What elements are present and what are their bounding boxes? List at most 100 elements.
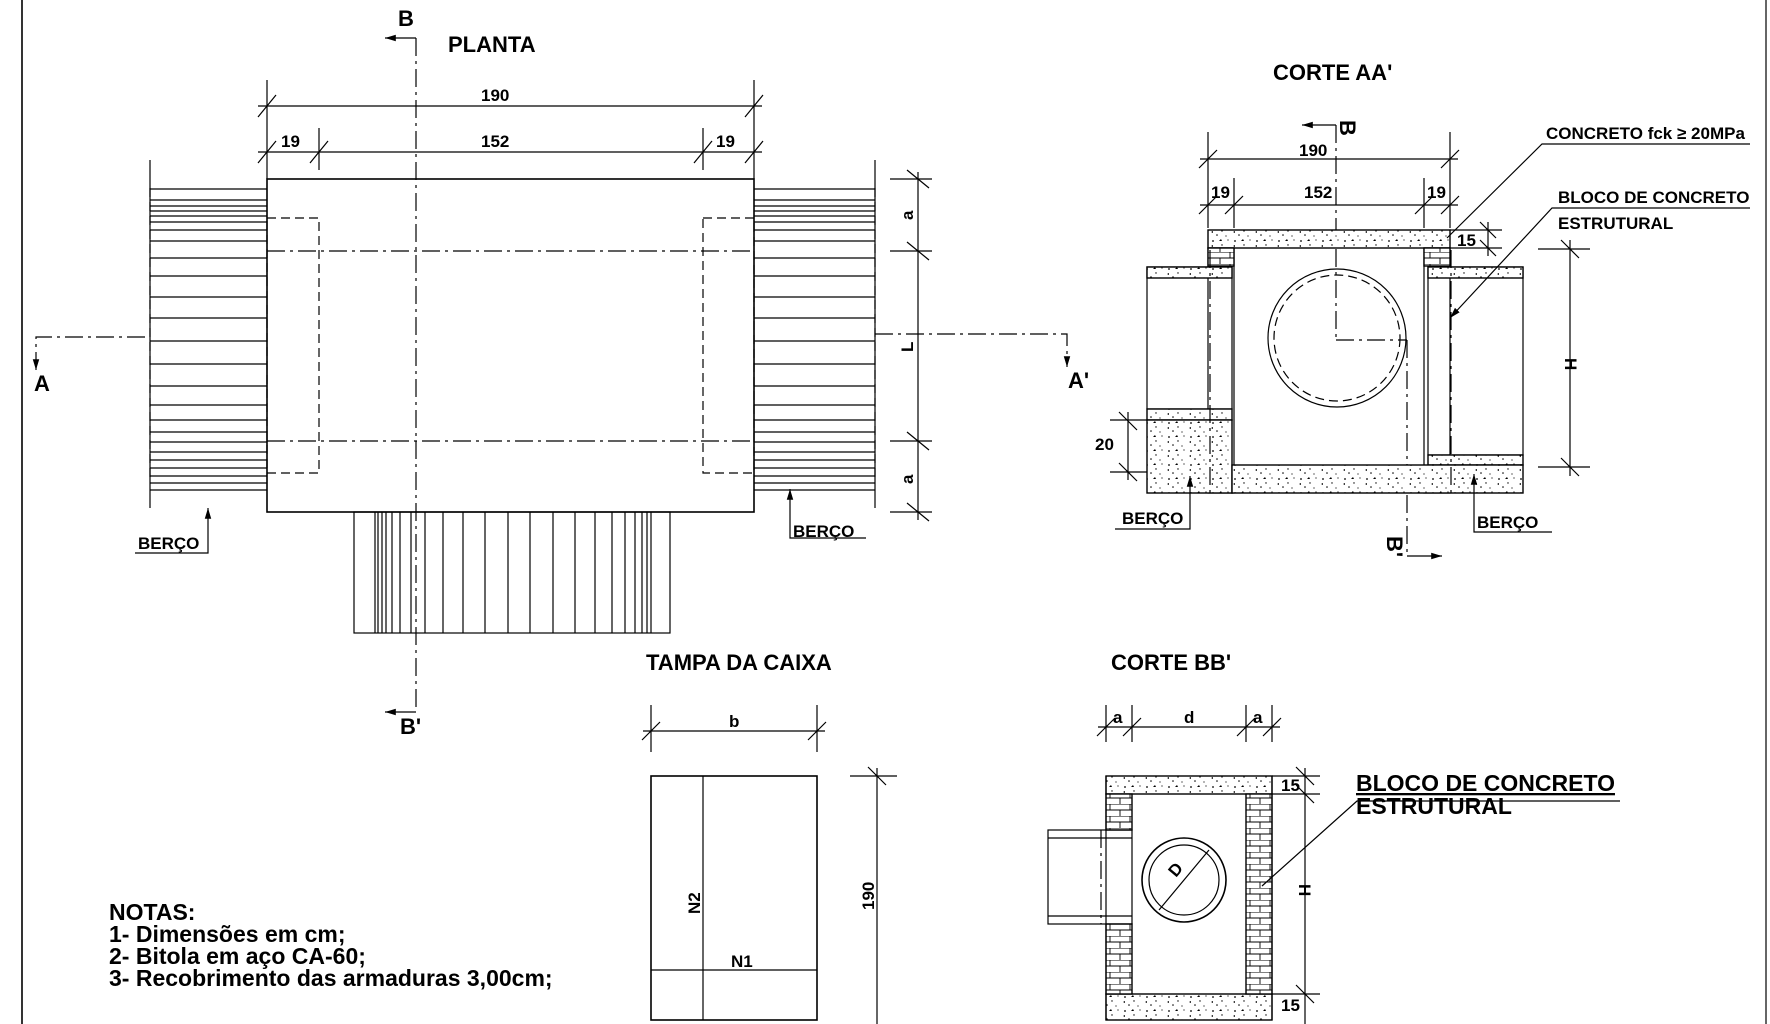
corte-aa-mark-b-prime: B': [1382, 536, 1407, 557]
notes-item-1: 1- Dimensões em cm;: [109, 921, 345, 947]
corte-bb-dim-right-lines: [1272, 766, 1320, 1024]
section-mark-b-bottom: B': [400, 714, 421, 739]
corte-aa-dim-base-lines: [1110, 411, 1147, 482]
corte-bb-right-wall: [1245, 793, 1273, 995]
section-line-a-right: [875, 333, 1071, 367]
corte-aa-dim-left: 19: [1211, 183, 1230, 202]
planta-inner-left: [266, 217, 320, 474]
corte-aa-right-pipe-band: [1427, 454, 1524, 466]
corte-aa-pipe-opening: [1267, 268, 1407, 408]
corte-bb-left-wall-top: [1105, 793, 1133, 831]
planta-left-pipe: [149, 160, 267, 508]
section-line-a-left: [32, 336, 145, 370]
planta-title: PLANTA: [448, 32, 536, 57]
corte-aa-dim-top: [1198, 132, 1460, 228]
corte-bb-dim-h: H: [1295, 884, 1314, 896]
berco-right-leader: [786, 489, 866, 539]
planta-view: PLANTA B B' A A': [32, 6, 1089, 739]
corte-aa-concrete-leader: [1446, 143, 1750, 239]
planta-dim-top: [257, 80, 764, 179]
berco-left-leader: [135, 507, 212, 554]
notes-heading: NOTAS:: [109, 899, 195, 925]
tampa-dim-width: b: [729, 712, 739, 731]
corte-aa-berco-right-leader: [1470, 474, 1552, 533]
corte-aa-dim-total: 190: [1299, 141, 1327, 160]
corte-aa-left-pipe-band: [1146, 408, 1233, 421]
notes-item-2: 2- Bitola em aço CA-60;: [109, 943, 366, 969]
planta-dim-side: [890, 169, 932, 522]
corte-aa-block-label-2: ESTRUTURAL: [1558, 214, 1673, 233]
section-mark-a: A: [34, 371, 50, 396]
section-mark-b-top: B: [398, 6, 414, 31]
corte-aa-right-pipe: [1427, 266, 1524, 456]
corte-bb-bottom-slab: [1105, 993, 1273, 1021]
corte-aa-berco-left: BERÇO: [1122, 509, 1183, 528]
corte-aa-mark-b: B: [1335, 120, 1360, 136]
notes-item-3: 3- Recobrimento das armaduras 3,00cm;: [109, 965, 553, 991]
tampa-dim-length-lines: [850, 766, 897, 1024]
tampa-label-n1: N1: [731, 952, 753, 971]
corte-aa-block-leader: [1449, 207, 1750, 319]
corte-bb-dim-a-left: a: [1113, 708, 1123, 727]
corte-bb-top-slab: [1105, 775, 1273, 795]
planta-dim-left: 19: [281, 132, 300, 151]
corte-aa-left-pipe: [1146, 266, 1233, 410]
planta-box: [266, 178, 755, 513]
corte-aa-top-slab: [1207, 229, 1451, 249]
corte-aa-left-pipe-top: [1146, 266, 1233, 279]
corte-bb-dim-slab-bottom: 15: [1281, 996, 1300, 1015]
corte-bb-block-label-2: ESTRUTURAL: [1356, 793, 1512, 819]
planta-dim-right: 19: [716, 132, 735, 151]
planta-dim-middle: 152: [481, 132, 509, 151]
corte-bb-diameter-label: D: [1165, 859, 1187, 881]
corte-aa-left-wall-brick: [1207, 247, 1235, 267]
corte-aa-right-wall-brick: [1423, 247, 1451, 267]
corte-aa-pipe-opening-inner: [1273, 274, 1401, 402]
corte-bb-side-pipe: [1047, 829, 1133, 925]
corte-aa-view: CORTE AA' B B': [1095, 60, 1750, 560]
planta-dim-a-top: a: [898, 210, 917, 220]
corte-bb-opening-inner: [1148, 844, 1220, 916]
corte-aa-dim-h-lines: [1538, 239, 1590, 477]
corte-aa-berco-right: BERÇO: [1477, 513, 1538, 532]
notes-block: NOTAS: 1- Dimensões em cm; 2- Bitola em …: [109, 899, 553, 991]
corte-aa-berco-left-leader: [1115, 476, 1194, 530]
planta-dim-a-bottom: a: [898, 474, 917, 484]
corte-bb-block-leader: [1261, 800, 1620, 887]
corte-aa-block-label-1: BLOCO DE CONCRETO: [1558, 188, 1749, 207]
corte-bb-block-label-1: BLOCO DE CONCRETO: [1356, 770, 1615, 796]
tampa-view: TAMPA DA CAIXA N2 N1 b 190: [641, 650, 897, 1024]
corte-bb-title: CORTE BB': [1111, 650, 1231, 675]
corte-aa-dim-base: 20: [1095, 435, 1114, 454]
berco-left-label: BERÇO: [138, 534, 199, 553]
corte-aa-dim-h: H: [1561, 358, 1580, 370]
section-mark-a-prime: A': [1068, 368, 1089, 393]
planta-dim-L: L: [898, 342, 917, 352]
corte-bb-view: CORTE BB' D a d a 15 H 15 BLOCO DE CONCR…: [1047, 650, 1620, 1024]
corte-aa-dim-slab: 15: [1457, 231, 1476, 250]
corte-bb-dim-top-lines: [1096, 705, 1282, 742]
corte-aa-base-slab: [1231, 464, 1524, 494]
tampa-outline: [650, 775, 818, 1021]
corte-bb-side-pipe-bands: [1048, 837, 1132, 917]
tampa-dim-length: 190: [859, 882, 878, 910]
corte-aa-right-pipe-top: [1427, 266, 1524, 279]
tampa-dim-width-lines: [641, 705, 827, 752]
corte-aa-title: CORTE AA': [1273, 60, 1392, 85]
berco-right-label: BERÇO: [793, 522, 854, 541]
planta-inner-right: [702, 217, 755, 474]
planta-bottom-pipe: [353, 511, 671, 634]
corte-aa-dim-right: 19: [1427, 183, 1446, 202]
tampa-label-n2: N2: [685, 892, 704, 914]
corte-aa-dim-middle: 152: [1304, 183, 1332, 202]
planta-right-pipe: [754, 160, 876, 508]
tampa-title: TAMPA DA CAIXA: [646, 650, 832, 675]
corte-aa-dim-slab-lines: [1450, 221, 1502, 257]
corte-bb-diameter-line: [1158, 849, 1210, 911]
corte-bb-left-wall-bottom: [1105, 923, 1133, 995]
corte-bb-dim-a-right: a: [1253, 708, 1263, 727]
corte-bb-dim-d: d: [1184, 708, 1194, 727]
corte-bb-dim-slab-top: 15: [1281, 776, 1300, 795]
corte-bb-opening-outer: [1141, 837, 1227, 923]
